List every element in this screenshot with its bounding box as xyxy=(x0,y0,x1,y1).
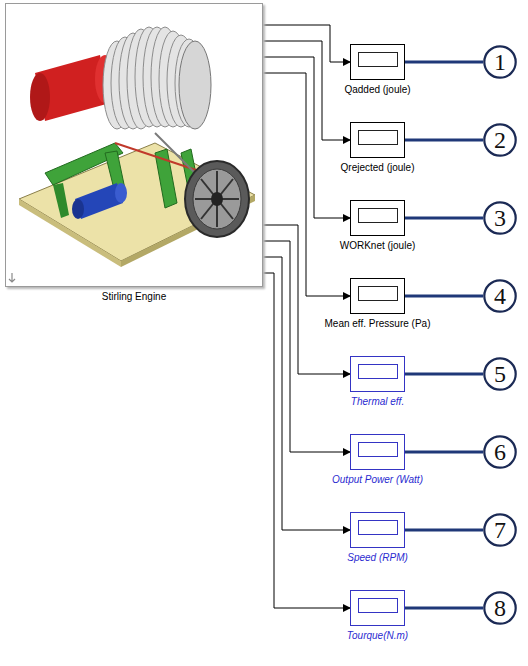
block-label: Output Power (Watt) xyxy=(331,474,424,486)
signal-line xyxy=(263,73,350,296)
callout-leader xyxy=(405,373,483,376)
callout-leader xyxy=(405,139,483,142)
display-window xyxy=(358,598,398,613)
callout-circle: 4 xyxy=(483,279,517,313)
block-label: Tourque(N.m) xyxy=(346,630,409,642)
callout-number: 6 xyxy=(483,435,517,469)
display-block: Qrejected (joule) xyxy=(350,122,405,158)
display-window xyxy=(358,520,398,535)
block-label: Qadded (joule) xyxy=(343,84,411,96)
stirling-engine-illustration xyxy=(5,3,263,287)
display-block: WORKnet (joule) xyxy=(350,200,405,236)
callout-circle: 3 xyxy=(483,201,517,235)
callout-circle: 1 xyxy=(483,45,517,79)
callout-number: 8 xyxy=(483,591,517,625)
callout-leader xyxy=(405,529,483,532)
signal-line xyxy=(263,25,350,62)
callout-circle: 2 xyxy=(483,123,517,157)
callout-number: 1 xyxy=(483,45,517,79)
display-block: Mean eff. Pressure (Pa) xyxy=(350,278,405,314)
block-label: Mean eff. Pressure (Pa) xyxy=(324,318,432,330)
callout-number: 2 xyxy=(483,123,517,157)
block-label: WORKnet (joule) xyxy=(339,240,417,252)
block-label: Thermal eff. xyxy=(350,396,405,408)
signal-line xyxy=(263,241,350,452)
signal-line xyxy=(263,257,350,530)
display-block: Qadded (joule) xyxy=(350,44,405,80)
display-window xyxy=(358,364,398,379)
callout-number: 7 xyxy=(483,513,517,547)
display-window xyxy=(358,130,398,145)
signal-line xyxy=(263,225,350,374)
display-block: Output Power (Watt) xyxy=(350,434,405,470)
callout-leader xyxy=(405,607,483,610)
display-block: Speed (RPM) xyxy=(350,512,405,548)
display-block: Tourque(N.m) xyxy=(350,590,405,626)
callout-number: 4 xyxy=(483,279,517,313)
callout-circle: 5 xyxy=(483,357,517,391)
block-label: Stirling Engine xyxy=(101,291,167,303)
display-block: Thermal eff. xyxy=(350,356,405,392)
callout-leader xyxy=(405,61,483,64)
subsystem-block: Stirling Engine xyxy=(5,3,263,287)
callout-leader xyxy=(405,451,483,454)
display-window xyxy=(358,286,398,301)
callout-number: 3 xyxy=(483,201,517,235)
display-window xyxy=(358,208,398,223)
callout-circle: 6 xyxy=(483,435,517,469)
callout-number: 5 xyxy=(483,357,517,391)
block-label: Qrejected (joule) xyxy=(340,162,416,174)
callout-circle: 8 xyxy=(483,591,517,625)
display-window xyxy=(358,52,398,67)
display-window xyxy=(358,442,398,457)
block-label: Speed (RPM) xyxy=(346,552,409,564)
callout-circle: 7 xyxy=(483,513,517,547)
callout-leader xyxy=(405,295,483,298)
callout-leader xyxy=(405,217,483,220)
